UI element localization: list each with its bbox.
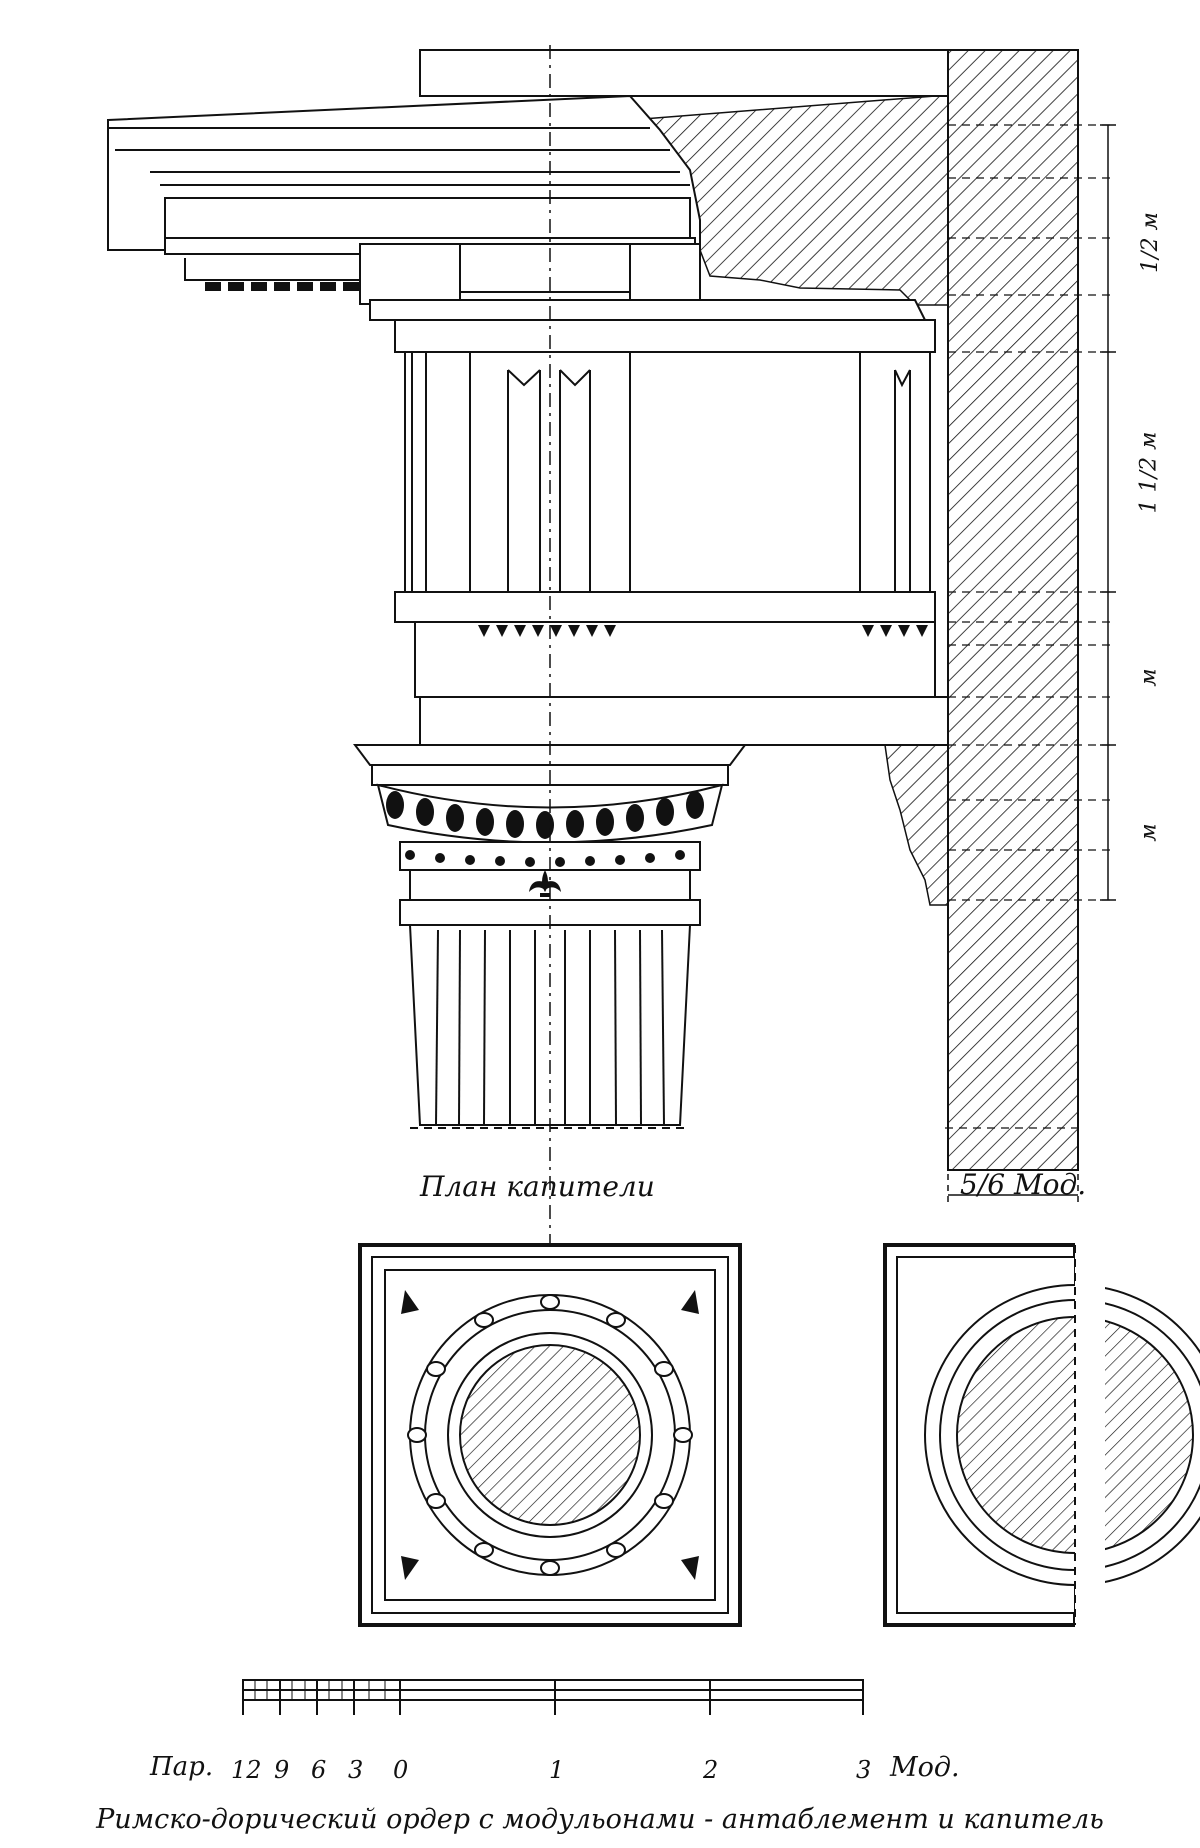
scale-tick-label: 6 [311, 1756, 327, 1784]
plan-corner-ornaments [401, 1290, 699, 1580]
scale-tick-label: 12 [231, 1756, 262, 1784]
modillion-zone [369, 299, 936, 353]
scale-tick-label: 9 [274, 1756, 290, 1784]
wall-section [628, 49, 1079, 1171]
architrave [394, 591, 949, 746]
scale-tick-label: 1 [549, 1756, 565, 1784]
projection-lines [945, 124, 1115, 1129]
second-plan [883, 1230, 1200, 1640]
scale-tick-label: 2 [703, 1756, 719, 1784]
cornice [107, 49, 949, 305]
scale-right-label: Мод. [890, 1752, 960, 1783]
scale-tick-label: 0 [393, 1756, 409, 1784]
column-shaft [408, 924, 692, 1126]
dimension-label-half-module: 1/2 м [1137, 212, 1163, 273]
guttae [478, 625, 928, 637]
dimension-label-module-capital: м [1136, 823, 1162, 842]
figure-caption: Римско-дорический ордер с модульонами - … [96, 1804, 1104, 1835]
plan-bead-ring [407, 1294, 693, 1576]
scale-left-label: Пар. [150, 1752, 214, 1782]
dimension-label-module-architrave: м [1136, 668, 1162, 687]
scale-bar [242, 1679, 864, 1715]
plan-label: План капители [420, 1170, 655, 1203]
dimension-label-one-and-half-module: 1 1/2 м [1136, 431, 1162, 514]
fleur-de-lis-icon [529, 870, 561, 897]
scale-tick-label: 3 [856, 1756, 872, 1784]
frieze [404, 351, 931, 593]
dentils [205, 282, 359, 291]
scale-tick-label: 3 [348, 1756, 364, 1784]
dimension-lines [1100, 124, 1116, 901]
width-dimension [947, 1130, 1079, 1205]
echinus-ovolo [386, 791, 704, 867]
width-dimension-label: 5/6 Мод. [960, 1168, 1087, 1201]
